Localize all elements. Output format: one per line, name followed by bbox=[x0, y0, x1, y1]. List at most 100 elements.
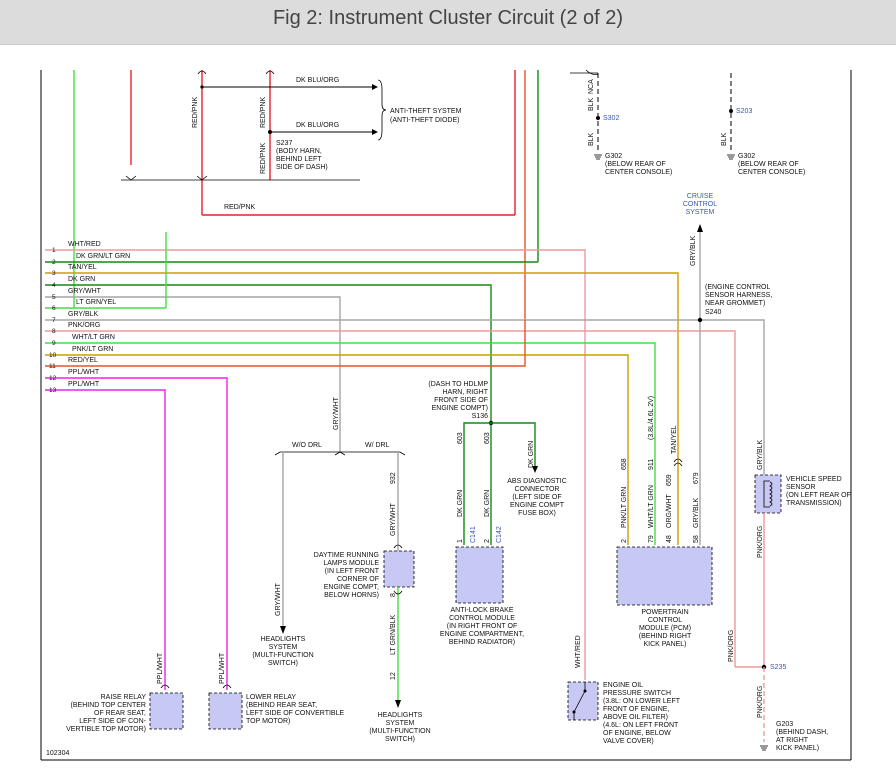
wire-number: 6 bbox=[52, 305, 56, 312]
wire-number: 9 bbox=[52, 340, 56, 347]
red-pnk-label-3: RED/PNK bbox=[260, 143, 267, 174]
raise-relay bbox=[149, 692, 184, 730]
red-pnk-label-4: RED/PNK bbox=[224, 204, 255, 211]
blk-label-2: BLK bbox=[588, 132, 595, 146]
ppl-wht-label-1: PPL/WHT bbox=[157, 652, 164, 684]
blk-label-1: BLK bbox=[588, 97, 595, 111]
nca-label: NCA bbox=[588, 79, 595, 94]
pin-8: 8 bbox=[390, 593, 397, 597]
wire-label: WHT/LT GRN bbox=[72, 334, 115, 341]
wire-label: LT GRN/YEL bbox=[76, 299, 116, 306]
pcm-pin-2: 2 bbox=[621, 539, 628, 543]
pnk-lt-grn-label: PNK/LT GRN bbox=[621, 487, 628, 528]
pcm-pin-58: 58 bbox=[693, 535, 700, 543]
s302-label: S302 bbox=[603, 115, 619, 122]
gry-wht-label-3: GRY/WHT bbox=[275, 582, 282, 616]
num-932: 932 bbox=[390, 472, 397, 484]
pcm-module bbox=[616, 546, 713, 606]
title-bar: Fig 2: Instrument Cluster Circuit (2 of … bbox=[0, 0, 896, 45]
s203-label: S203 bbox=[736, 108, 752, 115]
num-911: 911 bbox=[648, 459, 655, 470]
gry-blk-label-1: GRY/BLK bbox=[690, 235, 697, 266]
anti-theft-label: ANTI-THEFT SYSTEM(ANTI-THEFT DIODE) bbox=[390, 108, 462, 124]
pnk-org-label-3: PNK/ORG bbox=[757, 686, 764, 718]
ppl-wht-label-2: PPL/WHT bbox=[219, 652, 226, 684]
gry-wht-label-2: GRY/WHT bbox=[390, 502, 397, 536]
gry-wht-label-1: GRY/WHT bbox=[333, 396, 340, 430]
num-603-1: 603 bbox=[457, 432, 464, 444]
c141-label: C141 bbox=[470, 526, 477, 543]
pnk-org-label-2: PNK/ORG bbox=[728, 630, 735, 662]
wire-label: PNK/LT GRN bbox=[72, 346, 113, 353]
dk-grn-label-3: DK GRN bbox=[484, 490, 491, 517]
dk-blu-org-label-2: DK BLU/ORG bbox=[296, 122, 339, 129]
wire-number: 7 bbox=[52, 317, 56, 324]
wire-label: RED/YEL bbox=[68, 357, 98, 364]
pin-12: 12 bbox=[390, 672, 397, 680]
dk-grn-label-2: DK GRN bbox=[457, 490, 464, 517]
pcm-pin-48: 48 bbox=[666, 535, 673, 543]
top-section: RED/PNK RED/PNK RED/PNK DK BLU/ORG DK BL… bbox=[45, 70, 539, 320]
pcm-pin-79: 79 bbox=[648, 535, 655, 543]
num-603-2: 603 bbox=[484, 432, 491, 444]
wire-number: 5 bbox=[52, 294, 56, 301]
lower-relay-label: LOWER RELAY(BEHIND REAR SEAT,LEFT SIDE O… bbox=[246, 694, 344, 725]
pin-2: 2 bbox=[484, 539, 491, 543]
wire-label: DK GRN/LT GRN bbox=[76, 253, 130, 260]
gry-blk-label-2: GRY/BLK bbox=[693, 497, 700, 528]
lt-grn-blk-label: LT GRN/BLK bbox=[390, 614, 397, 655]
wht-red-label: WHT/RED bbox=[575, 635, 582, 668]
wire-number: 8 bbox=[52, 328, 56, 335]
wire-number: 11 bbox=[49, 363, 56, 370]
pnk-org-label-1: PNK/ORG bbox=[757, 526, 764, 558]
wire-6-green-join bbox=[74, 232, 167, 309]
red-pnk-label-2: RED/PNK bbox=[260, 97, 267, 128]
pcm-group: 658 911 659 679 (3.8L/4.6L 2V) TAN/YEL P… bbox=[616, 396, 713, 648]
wire-number: 4 bbox=[52, 282, 56, 289]
wire-number: 12 bbox=[49, 375, 57, 382]
tan-yel-label: TAN/YEL bbox=[671, 425, 678, 454]
wire-number: 13 bbox=[49, 387, 57, 394]
wire-number: 2 bbox=[52, 259, 56, 266]
c142-label: C142 bbox=[496, 526, 503, 543]
org-wht-label: ORG/WHT bbox=[666, 493, 673, 528]
dk-grn-label-1: DK GRN bbox=[528, 441, 535, 468]
s235-label: S235 bbox=[770, 664, 786, 671]
harness-wires bbox=[45, 249, 765, 690]
s235-group: PNK/ORG PNK/ORG S235 G203(BEHIND DASH,AT… bbox=[728, 630, 828, 752]
lower-relay bbox=[208, 692, 243, 730]
abs-module bbox=[455, 546, 504, 604]
wire-label: DK GRN bbox=[68, 276, 95, 283]
relay-group: PPL/WHT PPL/WHT RAISE RELAY(BEHIND TOP C… bbox=[66, 652, 344, 733]
wire-labels: WHT/RED DK GRN/LT GRN TAN/YEL DK GRN GRY… bbox=[68, 241, 130, 388]
wire-label: PNK/ORG bbox=[68, 322, 100, 329]
red-pnk-label-1: RED/PNK bbox=[192, 97, 199, 128]
wire-numbers: 1 2 3 4 5 6 7 8 9 10 11 12 13 bbox=[49, 247, 57, 394]
wire-number: 10 bbox=[49, 352, 57, 359]
wire-label: GRY/BLK bbox=[68, 311, 99, 318]
wire-label: WHT/RED bbox=[68, 241, 101, 248]
diagram-frame bbox=[40, 70, 852, 761]
pcm-note: (3.8L/4.6L 2V) bbox=[648, 396, 655, 440]
wo-drl-label: W/O DRL bbox=[292, 442, 322, 449]
drl-group: GRY/WHT W/O DRL W/ DRL 932 GRY/WHT GRY/W… bbox=[252, 396, 430, 743]
oil-pressure-switch bbox=[567, 681, 599, 721]
